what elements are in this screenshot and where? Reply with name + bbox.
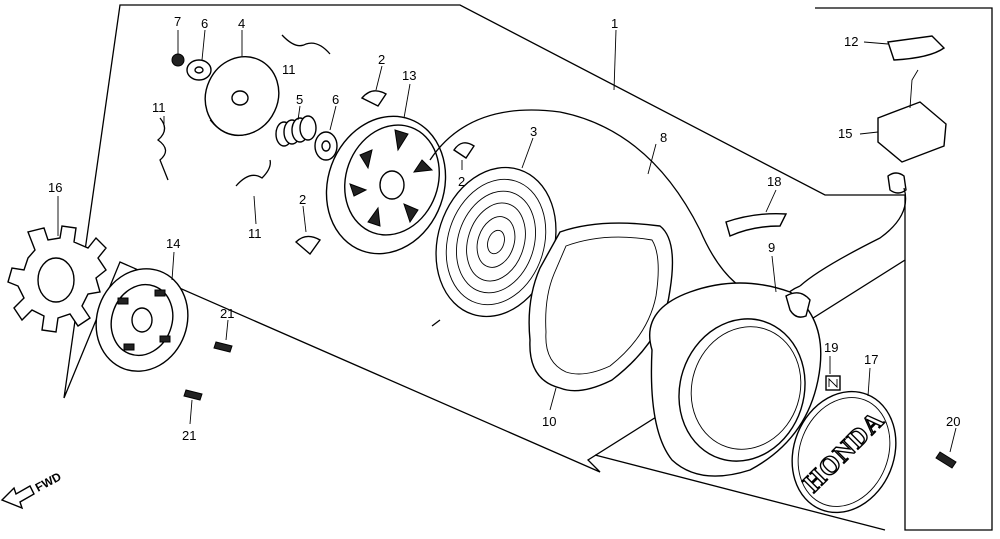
handle-subassembly-outline: [815, 7, 993, 531]
drive-plate-part: [7, 225, 107, 333]
bolt-part-20: [935, 451, 957, 469]
washer-part-6b: [314, 131, 338, 161]
gasket-inner: [545, 236, 659, 375]
spring-part-11c: [235, 159, 271, 187]
starter-case-part: [648, 282, 822, 477]
cover-part-17: HONDA: [791, 390, 897, 514]
callout-15: 15: [838, 126, 852, 141]
callout-11a: 11: [152, 100, 166, 115]
callout-16: 16: [48, 180, 62, 195]
callout-7: 7: [174, 14, 181, 29]
callout-1: 1: [611, 16, 618, 31]
callout-5: 5: [296, 92, 303, 107]
friction-plate-part: [204, 55, 280, 137]
spring-part-11b: [281, 34, 331, 55]
ratchet-part: [95, 268, 189, 372]
callout-9: 9: [768, 240, 775, 255]
callout-13: 13: [402, 68, 416, 83]
callout-20: 20: [946, 414, 960, 429]
callout-6b: 6: [332, 92, 339, 107]
callout-2c: 2: [299, 192, 306, 207]
forward-direction-indicator: FWD: [0, 469, 64, 510]
screw-part-7: [171, 53, 185, 67]
washer-part-6a: [186, 59, 212, 81]
callout-12: 12: [844, 34, 858, 49]
callout-10: 10: [542, 414, 556, 429]
pawl-part-2b: [453, 142, 475, 159]
callout-3: 3: [530, 124, 537, 139]
callout-2b: 2: [458, 174, 465, 189]
leader-lines: [57, 29, 957, 453]
fwd-label: FWD: [33, 469, 64, 494]
callout-numbers: 1 7 6 4 11 2 13 5 6 11 3 8 2 16 18 2 11 …: [48, 14, 960, 443]
callout-4: 4: [238, 16, 245, 31]
callout-8: 8: [660, 130, 667, 145]
starter-handle-part: [799, 69, 947, 287]
cover-subassembly-outline: [594, 454, 886, 531]
callout-11b: 11: [282, 62, 296, 77]
bolt-part-21b: [183, 389, 203, 401]
callout-11c: 11: [248, 226, 262, 241]
handle-cap-part: [887, 35, 946, 61]
label-part-18: [725, 212, 788, 237]
pawl-part-2c: [294, 235, 322, 256]
gasket-part: [528, 222, 674, 392]
callout-6a: 6: [201, 16, 208, 31]
callout-19: 19: [824, 340, 838, 355]
pawl-part-2a: [360, 90, 387, 107]
callout-17: 17: [864, 352, 878, 367]
callout-18: 18: [767, 174, 781, 189]
callout-2a: 2: [378, 52, 385, 67]
callout-21a: 21: [220, 306, 234, 321]
badge-part-19: [825, 375, 841, 391]
bolt-part-21a: [213, 341, 233, 353]
callout-21b: 21: [182, 428, 196, 443]
fwd-arrow-icon: [0, 485, 35, 510]
coil-spring-part-5: [275, 115, 317, 147]
spring-part-11a: [156, 117, 169, 181]
reel-part: [325, 115, 447, 255]
callout-14: 14: [166, 236, 180, 251]
